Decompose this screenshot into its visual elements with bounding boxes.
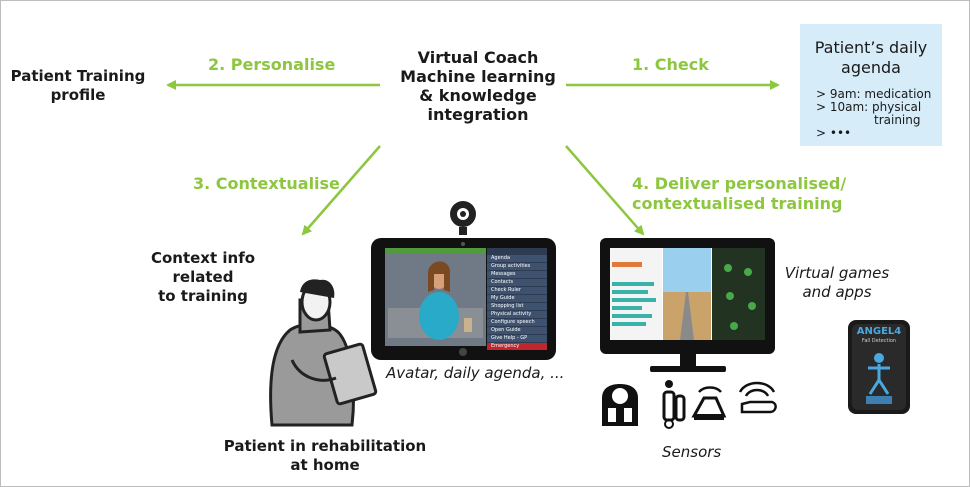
step-deliver-line: 4. Deliver personalised/: [632, 174, 847, 193]
tablet-menu-item: Physical activity: [487, 311, 547, 318]
agenda-title-line: agenda: [841, 58, 901, 77]
patient-line: at home: [290, 456, 360, 474]
agenda-item: > 10am: physical: [816, 100, 922, 114]
tablet-menu-item: Group activities: [487, 263, 547, 270]
contextualise-arrow: [301, 145, 381, 236]
motion-sensor-icon: [691, 386, 727, 420]
tablet-menu-item: Agenda: [487, 255, 547, 262]
tablet-menu: Agenda Group activities Messages Contact…: [487, 255, 547, 350]
avatar-caption: Avatar, daily agenda, ...: [386, 364, 565, 382]
profile-line: profile: [50, 86, 106, 104]
tablet-menu-item: Contacts: [487, 279, 547, 286]
agenda-item: training: [874, 113, 921, 127]
context-info: Context info related to training: [142, 249, 264, 306]
tablet-menu-item: Check Ruler: [487, 287, 547, 294]
device-subtitle: Fall Detection: [861, 338, 897, 344]
tablet-menu-item-emergency: Emergency: [487, 343, 547, 350]
wearable-hand-sensor-icon: [738, 381, 777, 414]
step-check: 1. Check: [632, 55, 709, 74]
tablet-menu-item: My Guide: [487, 295, 547, 302]
patient-training-profile: Patient Training profile: [10, 67, 146, 105]
patient-figure: [269, 279, 378, 427]
hub-line: Machine learning: [400, 67, 556, 86]
context-line: Context info: [150, 249, 256, 267]
tablet-menu-item: Messages: [487, 271, 547, 278]
hub-line: integration: [427, 105, 529, 124]
virtual-games-caption: Virtual games and apps: [782, 264, 892, 302]
device-brand: ANGEL4: [856, 326, 902, 337]
virtual-coach-hub: Virtual Coach Machine learning & knowled…: [392, 48, 564, 124]
webcam-icon: [450, 201, 476, 235]
deliver-arrow: [565, 145, 645, 236]
agenda-item: > 9am: medication: [816, 87, 932, 101]
wii-remote-sensor-icon: [662, 380, 686, 429]
context-line: to training: [158, 287, 248, 305]
patient-label: Patient in rehabilitation at home: [200, 437, 450, 475]
agenda-item: > •••: [816, 126, 852, 140]
patient-line: Patient in rehabilitation: [223, 437, 427, 455]
step-personalise: 2. Personalise: [208, 55, 336, 74]
step-contextualise: 3. Contextualise: [193, 174, 340, 193]
sensors-caption: Sensors: [662, 443, 722, 461]
hub-line: & knowledge: [419, 86, 537, 105]
agenda-title: Patient’s daily agenda: [800, 38, 942, 78]
games-line: and apps: [802, 283, 872, 301]
blood-pressure-sensor-icon: [602, 384, 638, 426]
tablet-menu-item: Give Help - GP: [487, 335, 547, 342]
tablet-menu-item: Open Guide: [487, 327, 547, 334]
tablet-menu-item: Configure speech: [487, 319, 547, 326]
profile-line: Patient Training: [10, 67, 146, 85]
angel4-device: [848, 320, 910, 414]
games-line: Virtual games: [784, 264, 890, 282]
agenda-title-line: Patient’s daily: [814, 38, 928, 57]
context-line: related: [172, 268, 234, 286]
tablet-menu-item: Shopping list: [487, 303, 547, 310]
step-deliver-line: contextualised training: [632, 194, 843, 213]
monitor-device: [600, 238, 775, 372]
step-deliver: 4. Deliver personalised/ contextualised …: [632, 174, 846, 214]
hub-line: Virtual Coach: [417, 48, 539, 67]
daily-agenda-box: Patient’s daily agenda > 9am: medication…: [800, 24, 942, 146]
